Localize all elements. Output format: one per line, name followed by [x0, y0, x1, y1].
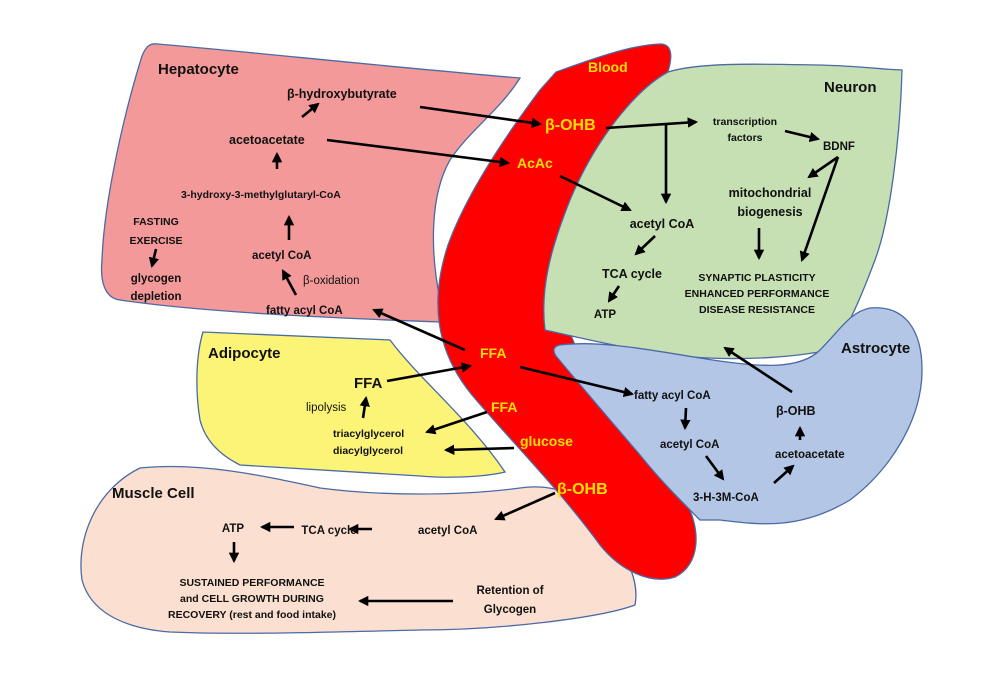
arrow-bohb-to-muscle — [494, 491, 556, 521]
neuron-enhanced-performance: ENHANCED PERFORMANCE — [685, 288, 830, 300]
neuron-disease-resistance: DISEASE RESISTANCE — [699, 304, 815, 316]
astrocyte-acetoacetate: acetoacetate — [775, 449, 845, 461]
blood-acac: AcAc — [517, 155, 553, 171]
neuron-title: Neuron — [824, 79, 877, 96]
arrow-tca-to-atp — [607, 285, 621, 303]
arrow-bdnf-to-synaptic — [799, 156, 840, 262]
muscle-acetyl-coa: acetyl CoA — [418, 525, 477, 537]
hepatocyte-bhb: β-hydroxybutyrate — [287, 87, 397, 101]
hepatocyte-beta-oxidation: β-oxidation — [303, 275, 359, 287]
astrocyte-title: Astrocyte — [841, 340, 910, 357]
arrow-glucose-to-dag — [443, 444, 515, 455]
adipocyte-title: Adipocyte — [208, 345, 281, 362]
muscle-atp: ATP — [222, 523, 244, 535]
blood-title: Blood — [588, 59, 628, 75]
blood-bohb-2: β-OHB — [557, 481, 608, 498]
arrow-acac-to-acetyl — [559, 174, 632, 212]
neuron-synaptic-plasticity: SYNAPTIC PLASTICITY — [698, 272, 815, 284]
arrow-astro-bohb-to-neuron — [723, 346, 793, 394]
arrow-ffa-to-astrocyte — [519, 365, 635, 398]
astrocyte-acetyl-coa: acetyl CoA — [660, 439, 719, 451]
arrow-fasting-to-glycogen — [148, 248, 159, 269]
arrow-acetyl-to-hmg-astro — [704, 455, 725, 481]
blood-ffa-1: FFA — [480, 345, 506, 361]
arrow-tf-to-bdnf — [784, 129, 821, 143]
arrow-fatty-to-acetyl — [281, 269, 298, 296]
arrow-fatty-to-acetyl-astro — [680, 407, 691, 431]
muscle-cell-title: Muscle Cell — [112, 485, 195, 502]
hepatocyte-acetyl-coa: acetyl CoA — [252, 250, 311, 262]
hepatocyte-title: Hepatocyte — [158, 61, 239, 78]
adipocyte-triacylglycerol: triacylglycerol — [333, 428, 404, 440]
blood-glucose: glucose — [520, 433, 573, 449]
astrocyte-fatty-acyl-coa: fatty acyl CoA — [634, 390, 711, 402]
muscle-retention-of: Retention of — [476, 585, 543, 597]
muscle-cell-region — [80, 465, 637, 634]
arrow-acac-to-bhb — [301, 102, 320, 119]
blood-bohb: β-OHB — [545, 117, 596, 134]
muscle-tca-cycle: TCA cycle — [301, 525, 356, 537]
arrow-acetyl-to-tca — [634, 235, 656, 256]
arrow-ffa-to-blood — [386, 362, 473, 383]
hepatocyte-acetoacetate: acetoacetate — [229, 133, 305, 147]
neuron-biogenesis: biogenesis — [737, 205, 802, 219]
hepatocyte-fatty-acyl-coa: fatty acyl CoA — [266, 305, 343, 317]
hepatocyte-glycogen: glycogen — [131, 273, 181, 285]
arrow-acac-to-blood — [326, 138, 511, 168]
hepatocyte-depletion: depletion — [130, 291, 181, 303]
arrow-bdnf-to-mito — [807, 155, 839, 179]
arrow-bohb-to-transcription — [605, 117, 699, 130]
hepatocyte-hmg-coa: 3-hydroxy-3-methylglutaryl-CoA — [181, 189, 341, 201]
arrow-hmg-to-acac-astro — [773, 464, 795, 484]
neuron-tca-cycle: TCA cycle — [602, 267, 662, 281]
hepatocyte-fasting: FASTING — [133, 216, 179, 228]
muscle-cell-growth: and CELL GROWTH DURING — [180, 593, 324, 605]
astrocyte-bohb: β-OHB — [776, 404, 816, 418]
neuron-acetyl-coa: acetyl CoA — [630, 217, 695, 231]
hepatocyte-region — [100, 43, 522, 323]
muscle-sustained-performance: SUSTAINED PERFORMANCE — [179, 577, 324, 589]
arrow-ffa-to-hepatocyte — [372, 308, 466, 352]
neuron-transcription: transcription — [713, 116, 777, 128]
adipocyte-region — [196, 331, 507, 478]
adipocyte-diacylglycerol: diacylglycerol — [333, 445, 403, 457]
blood-ffa-2: FFA — [491, 399, 517, 415]
arrows — [148, 102, 840, 607]
astrocyte-hmg-coa: 3-H-3M-CoA — [693, 492, 759, 504]
muscle-glycogen: Glycogen — [484, 604, 536, 616]
adipocyte-ffa: FFA — [354, 375, 382, 392]
adipocyte-lipolysis: lipolysis — [306, 402, 347, 414]
arrow-ffa-to-tag — [425, 410, 488, 435]
neuron-atp: ATP — [594, 309, 616, 321]
arrow-lipolysis — [359, 395, 370, 419]
neuron-bdnf: BDNF — [823, 141, 855, 153]
astrocyte-region — [553, 307, 923, 525]
hepatocyte-exercise: EXERCISE — [129, 235, 182, 247]
arrow-bhb-to-blood — [419, 105, 543, 128]
muscle-recovery: RECOVERY (rest and food intake) — [168, 609, 336, 621]
neuron-factors: factors — [727, 132, 762, 144]
neuron-mitochondrial: mitochondrial — [729, 186, 812, 200]
